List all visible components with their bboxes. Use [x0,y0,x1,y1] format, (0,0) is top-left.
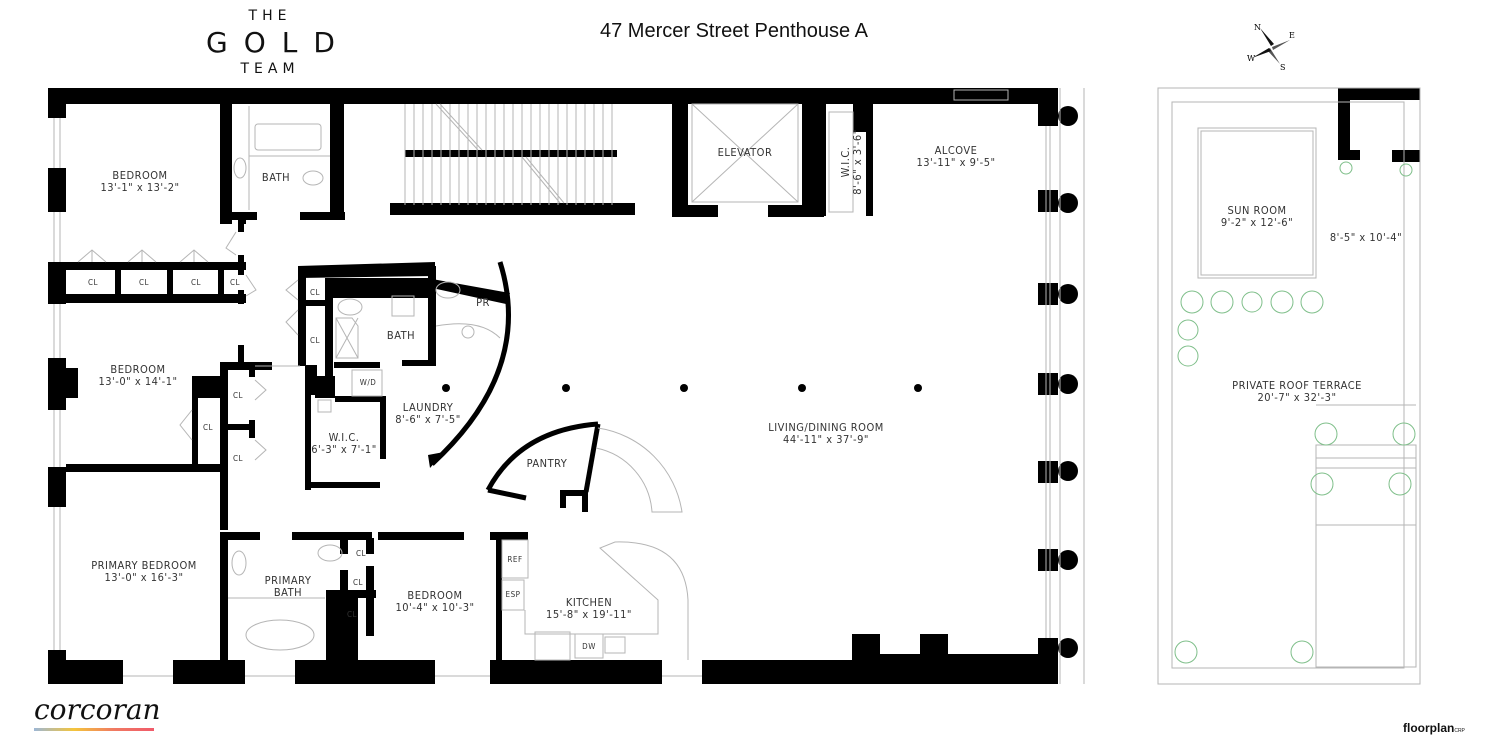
room-name: SUN ROOM [1227,204,1287,217]
espresso-label: ESP [505,590,521,599]
room-dims: 8'-6" x 3'-6" [851,129,864,195]
room-dims: 6'-3" x 7'-1" [311,443,377,456]
room-name: PANTRY [526,457,568,470]
floorplan-credit: floorplanCRP [1403,721,1465,735]
closet-label: CL [87,278,99,287]
room-label-pr: PR [476,297,490,309]
page-title: 47 Mercer Street Penthouse A [600,20,868,42]
room-dims: 13'-11" x 9'-5" [916,156,996,169]
washer-dryer-label: W/D [359,378,377,387]
room-label-primary-bedroom: PRIMARY BEDROOM 13'-0" x 16'-3" [91,560,197,584]
svg-text:S: S [1280,63,1285,72]
closet-label: CL [202,423,214,432]
room-label-sun-room: SUN ROOM 9'-2" x 12'-6" [1221,205,1293,229]
compass-icon: N E W S [1240,18,1300,73]
room-name: PRIMARY [264,574,312,587]
closet-label: CL [355,549,367,558]
room-name: ELEVATOR [717,146,773,159]
room-name: KITCHEN [565,596,613,609]
brand-line-3: TEAM [240,61,300,77]
floorplan-wordmark: floorplan [1403,721,1455,735]
brand-line-1: THE [248,8,292,24]
room-label-elevator: ELEVATOR [718,147,773,159]
room-label-bedroom-2: BEDROOM 13'-0" x 14'-1" [98,364,177,388]
room-name: BEDROOM [112,169,168,182]
room-label-living-dining: LIVING/DINING ROOM 44'-11" x 37'-9" [768,422,884,446]
room-label-primary-bath: PRIMARY BATH [265,575,312,599]
room-name: BEDROOM [110,363,166,376]
closet-label: CL [232,454,244,463]
corcoran-color-bar [34,728,154,731]
room-dims: 13'-0" x 16'-3" [104,571,184,584]
room-label-roof-terrace: PRIVATE ROOF TERRACE 20'-7" x 32'-3" [1232,380,1362,404]
floorplan-suffix: CRP [1454,728,1465,734]
closet-label: CL [352,578,364,587]
brand-logo: THE GOLD TEAM [190,8,350,77]
closet-label: CL [229,278,241,287]
corcoran-logo: corcoran [34,693,161,731]
room-dims: 44'-11" x 37'-9" [783,433,869,446]
room-name: LAUNDRY [402,401,454,414]
room-dims: 13'-1" x 13'-2" [100,181,180,194]
room-label-bedroom-1: BEDROOM 13'-1" x 13'-2" [100,170,179,194]
closet-label: CL [346,610,358,619]
room-name: BEDROOM [407,589,463,602]
brand-line-2: GOLD [206,26,351,59]
room-label-side-area: 8'-5" x 10'-4" [1330,232,1402,244]
room-name: ALCOVE [934,144,978,157]
room-dims: 10'-4" x 10'-3" [395,601,475,614]
room-name: PRIMARY BEDROOM [91,559,197,572]
room-dims: 20'-7" x 32'-3" [1257,391,1337,404]
closet-label: CL [190,278,202,287]
dishwasher-label: DW [582,642,596,651]
svg-text:W: W [1247,54,1256,63]
closet-label: CL [138,278,150,287]
svg-text:N: N [1254,23,1261,32]
room-name: BATH [261,171,291,184]
room-dims: 8'-6" x 7'-5" [395,413,461,426]
closet-label: CL [309,288,321,297]
room-dims: 9'-2" x 12'-6" [1220,216,1294,229]
room-name: LIVING/DINING ROOM [768,421,884,434]
room-label-alcove: ALCOVE 13'-11" x 9'-5" [916,145,995,169]
closet-label: CL [309,336,321,345]
room-name: W.I.C. [328,431,360,444]
room-name: PR [476,296,490,309]
room-label-bedroom-3: BEDROOM 10'-4" x 10'-3" [395,590,474,614]
room-label-kitchen: KITCHEN 15'-8" x 19'-11" [546,597,632,621]
room-label-pantry: PANTRY [527,458,568,470]
room-label-laundry: LAUNDRY 8'-6" x 7'-5" [395,402,461,426]
room-dims: 15'-8" x 19'-11" [546,608,632,621]
room-label-wic-1: W.I.C. 8'-6" x 3'-6" [839,129,864,195]
room-label-bath-1: BATH [262,172,290,184]
svg-text:E: E [1289,31,1295,40]
room-label-bath-2: BATH [387,330,415,342]
room-dims: 13'-0" x 14'-1" [98,375,178,388]
room-name: BATH [386,329,416,342]
corcoran-wordmark: corcoran [34,693,161,726]
room-name: PRIVATE ROOF TERRACE [1232,379,1362,392]
room-label-wic-2: W.I.C. 6'-3" x 7'-1" [311,432,377,456]
refrigerator-label: REF [507,555,523,564]
room-name-2: BATH [273,586,303,599]
closet-label: CL [232,391,244,400]
room-dims: 8'-5" x 10'-4" [1329,231,1403,244]
